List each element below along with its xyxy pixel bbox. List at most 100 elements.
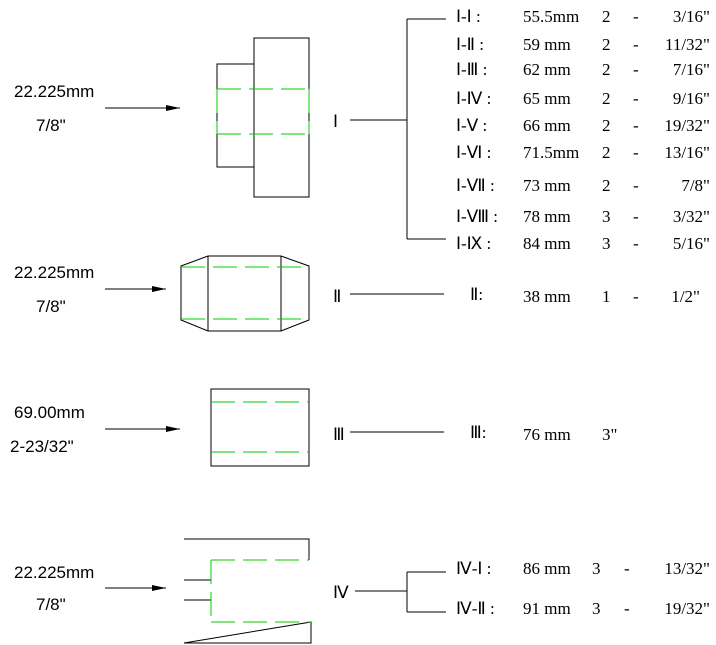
input-4-mm: 22.225mm: [14, 563, 94, 582]
row-mm: 55.5mm: [523, 7, 579, 26]
row-frac: 19/32": [664, 116, 710, 135]
row-mm: 78 mm: [523, 207, 571, 226]
row-frac: 1/2": [671, 287, 700, 306]
table-row: Ⅳ-Ⅱ : 91 mm 3 - 19/32": [456, 599, 710, 618]
input-2: 22.225mm 7/8": [14, 263, 166, 316]
row-id: Ⅰ-Ⅶ :: [456, 176, 495, 195]
input-3: 69.00mm 2-23/32": [10, 403, 180, 456]
part-4-outline: [183, 538, 312, 644]
row-mm: 91 mm: [523, 599, 571, 618]
row-frac: 13/32": [664, 559, 710, 578]
part-4-label: Ⅳ: [333, 583, 349, 602]
row-dash: -: [633, 207, 639, 226]
input-1-inch: 7/8": [36, 116, 66, 135]
table-row: Ⅰ-Ⅳ : 65 mm 2 - 9/16": [456, 89, 710, 108]
part-1-large-step: [253, 37, 310, 198]
row-id: Ⅰ-Ⅵ :: [456, 143, 491, 162]
row-ft: 2: [602, 116, 611, 135]
part-4-drawing: [183, 538, 312, 644]
row-ft: 2: [602, 7, 611, 26]
part-1-drawing: [216, 37, 310, 198]
row-id: Ⅰ-Ⅲ :: [456, 60, 487, 79]
input-2-inch: 7/8": [36, 297, 66, 316]
part-1-label: Ⅰ: [333, 112, 338, 131]
row-frac: 13/16": [664, 143, 710, 162]
row-id: Ⅰ-Ⅱ :: [456, 35, 484, 54]
part-3-outline: [210, 388, 310, 467]
row-id: Ⅰ-Ⅳ :: [456, 89, 491, 108]
input-4: 22.225mm 7/8": [14, 563, 166, 614]
row-id: Ⅳ-Ⅱ :: [456, 599, 495, 618]
row-mm: 62 mm: [523, 60, 571, 79]
table-row: Ⅰ-Ⅶ : 73 mm 2 - 7/8": [456, 176, 710, 195]
row-mm: 65 mm: [523, 89, 571, 108]
group-3-row: Ⅲ: 76 mm 3": [470, 423, 617, 444]
group-2-row: Ⅱ: 38 mm 1 - 1/2": [470, 285, 700, 306]
input-1-mm: 22.225mm: [14, 82, 94, 101]
table-row: Ⅰ-Ⅴ : 66 mm 2 - 19/32": [456, 116, 710, 135]
input-1: 22.225mm 7/8": [14, 82, 180, 135]
row-id: Ⅱ:: [470, 285, 483, 304]
row-ft: 2: [602, 89, 611, 108]
part-2-label: Ⅱ: [333, 287, 341, 306]
part-4-leader: [355, 571, 446, 613]
row-dash: -: [633, 35, 639, 54]
row-frac: 7/8": [681, 176, 710, 195]
row-ft: 3: [592, 559, 601, 578]
table-row: Ⅳ-Ⅰ : 86 mm 3 - 13/32": [456, 559, 710, 578]
table-row: Ⅰ-Ⅰ : 55.5mm 2 - 3/16": [456, 7, 710, 26]
row-frac: 9/16": [673, 89, 710, 108]
row-ft: 2: [602, 176, 611, 195]
row-mm: 38 mm: [523, 287, 571, 306]
row-mm: 76 mm: [523, 425, 571, 444]
table-row: Ⅰ-Ⅸ : 84 mm 3 - 5/16": [456, 234, 710, 253]
part-2-drawing: [180, 255, 310, 332]
input-3-inch: 2-23/32": [10, 437, 74, 456]
part-1-small-step: [216, 63, 255, 168]
row-ft: 2: [602, 35, 611, 54]
row-mm: 84 mm: [523, 234, 571, 253]
input-4-inch: 7/8": [36, 595, 66, 614]
row-ft: 3: [602, 234, 611, 253]
row-dash: -: [633, 60, 639, 79]
row-ft: 2: [602, 143, 611, 162]
row-ft: 2: [602, 60, 611, 79]
table-row: Ⅰ-Ⅲ : 62 mm 2 - 7/16": [456, 60, 710, 79]
row-ft: 1: [602, 287, 611, 306]
row-id: Ⅰ-Ⅸ :: [456, 234, 491, 253]
row-dash: -: [624, 599, 630, 618]
group-4-table: Ⅳ-Ⅰ : 86 mm 3 - 13/32" Ⅳ-Ⅱ : 91 mm 3 - 1…: [456, 559, 710, 618]
table-row: Ⅰ-Ⅵ : 71.5mm 2 - 13/16": [456, 143, 710, 162]
input-3-mm: 69.00mm: [14, 403, 85, 422]
row-dash: -: [633, 7, 639, 26]
row-frac: 5/16": [673, 234, 710, 253]
input-2-mm: 22.225mm: [14, 263, 94, 282]
row-id: Ⅳ-Ⅰ :: [456, 559, 491, 578]
row-mm: 86 mm: [523, 559, 571, 578]
part-3-label: Ⅲ: [333, 425, 345, 444]
row-dash: -: [624, 559, 630, 578]
group-1-table: Ⅰ-Ⅰ : 55.5mm 2 - 3/16" Ⅰ-Ⅱ : 59 mm 2 - 1…: [456, 7, 710, 253]
row-id: Ⅰ-Ⅴ :: [456, 116, 487, 135]
row-frac: 3/32": [673, 207, 710, 226]
row-id: Ⅰ-Ⅰ :: [456, 7, 481, 26]
row-frac: 7/16": [673, 60, 710, 79]
row-dash: -: [633, 116, 639, 135]
row-dash: -: [633, 89, 639, 108]
row-ft: 3: [602, 207, 611, 226]
row-mm: 59 mm: [523, 35, 571, 54]
row-id: Ⅰ-Ⅷ :: [456, 207, 498, 226]
table-row: Ⅰ-Ⅷ : 78 mm 3 - 3/32": [456, 207, 710, 226]
row-id: Ⅲ:: [470, 423, 486, 442]
part-1-leader: [350, 18, 446, 240]
row-dash: -: [633, 143, 639, 162]
row-dash: -: [633, 287, 639, 306]
row-dash: -: [633, 234, 639, 253]
row-frac: 11/32": [665, 35, 710, 54]
row-frac: 3": [602, 425, 617, 444]
row-ft: 3: [592, 599, 601, 618]
row-mm: 71.5mm: [523, 143, 579, 162]
row-mm: 73 mm: [523, 176, 571, 195]
row-frac: 3/16": [673, 7, 710, 26]
